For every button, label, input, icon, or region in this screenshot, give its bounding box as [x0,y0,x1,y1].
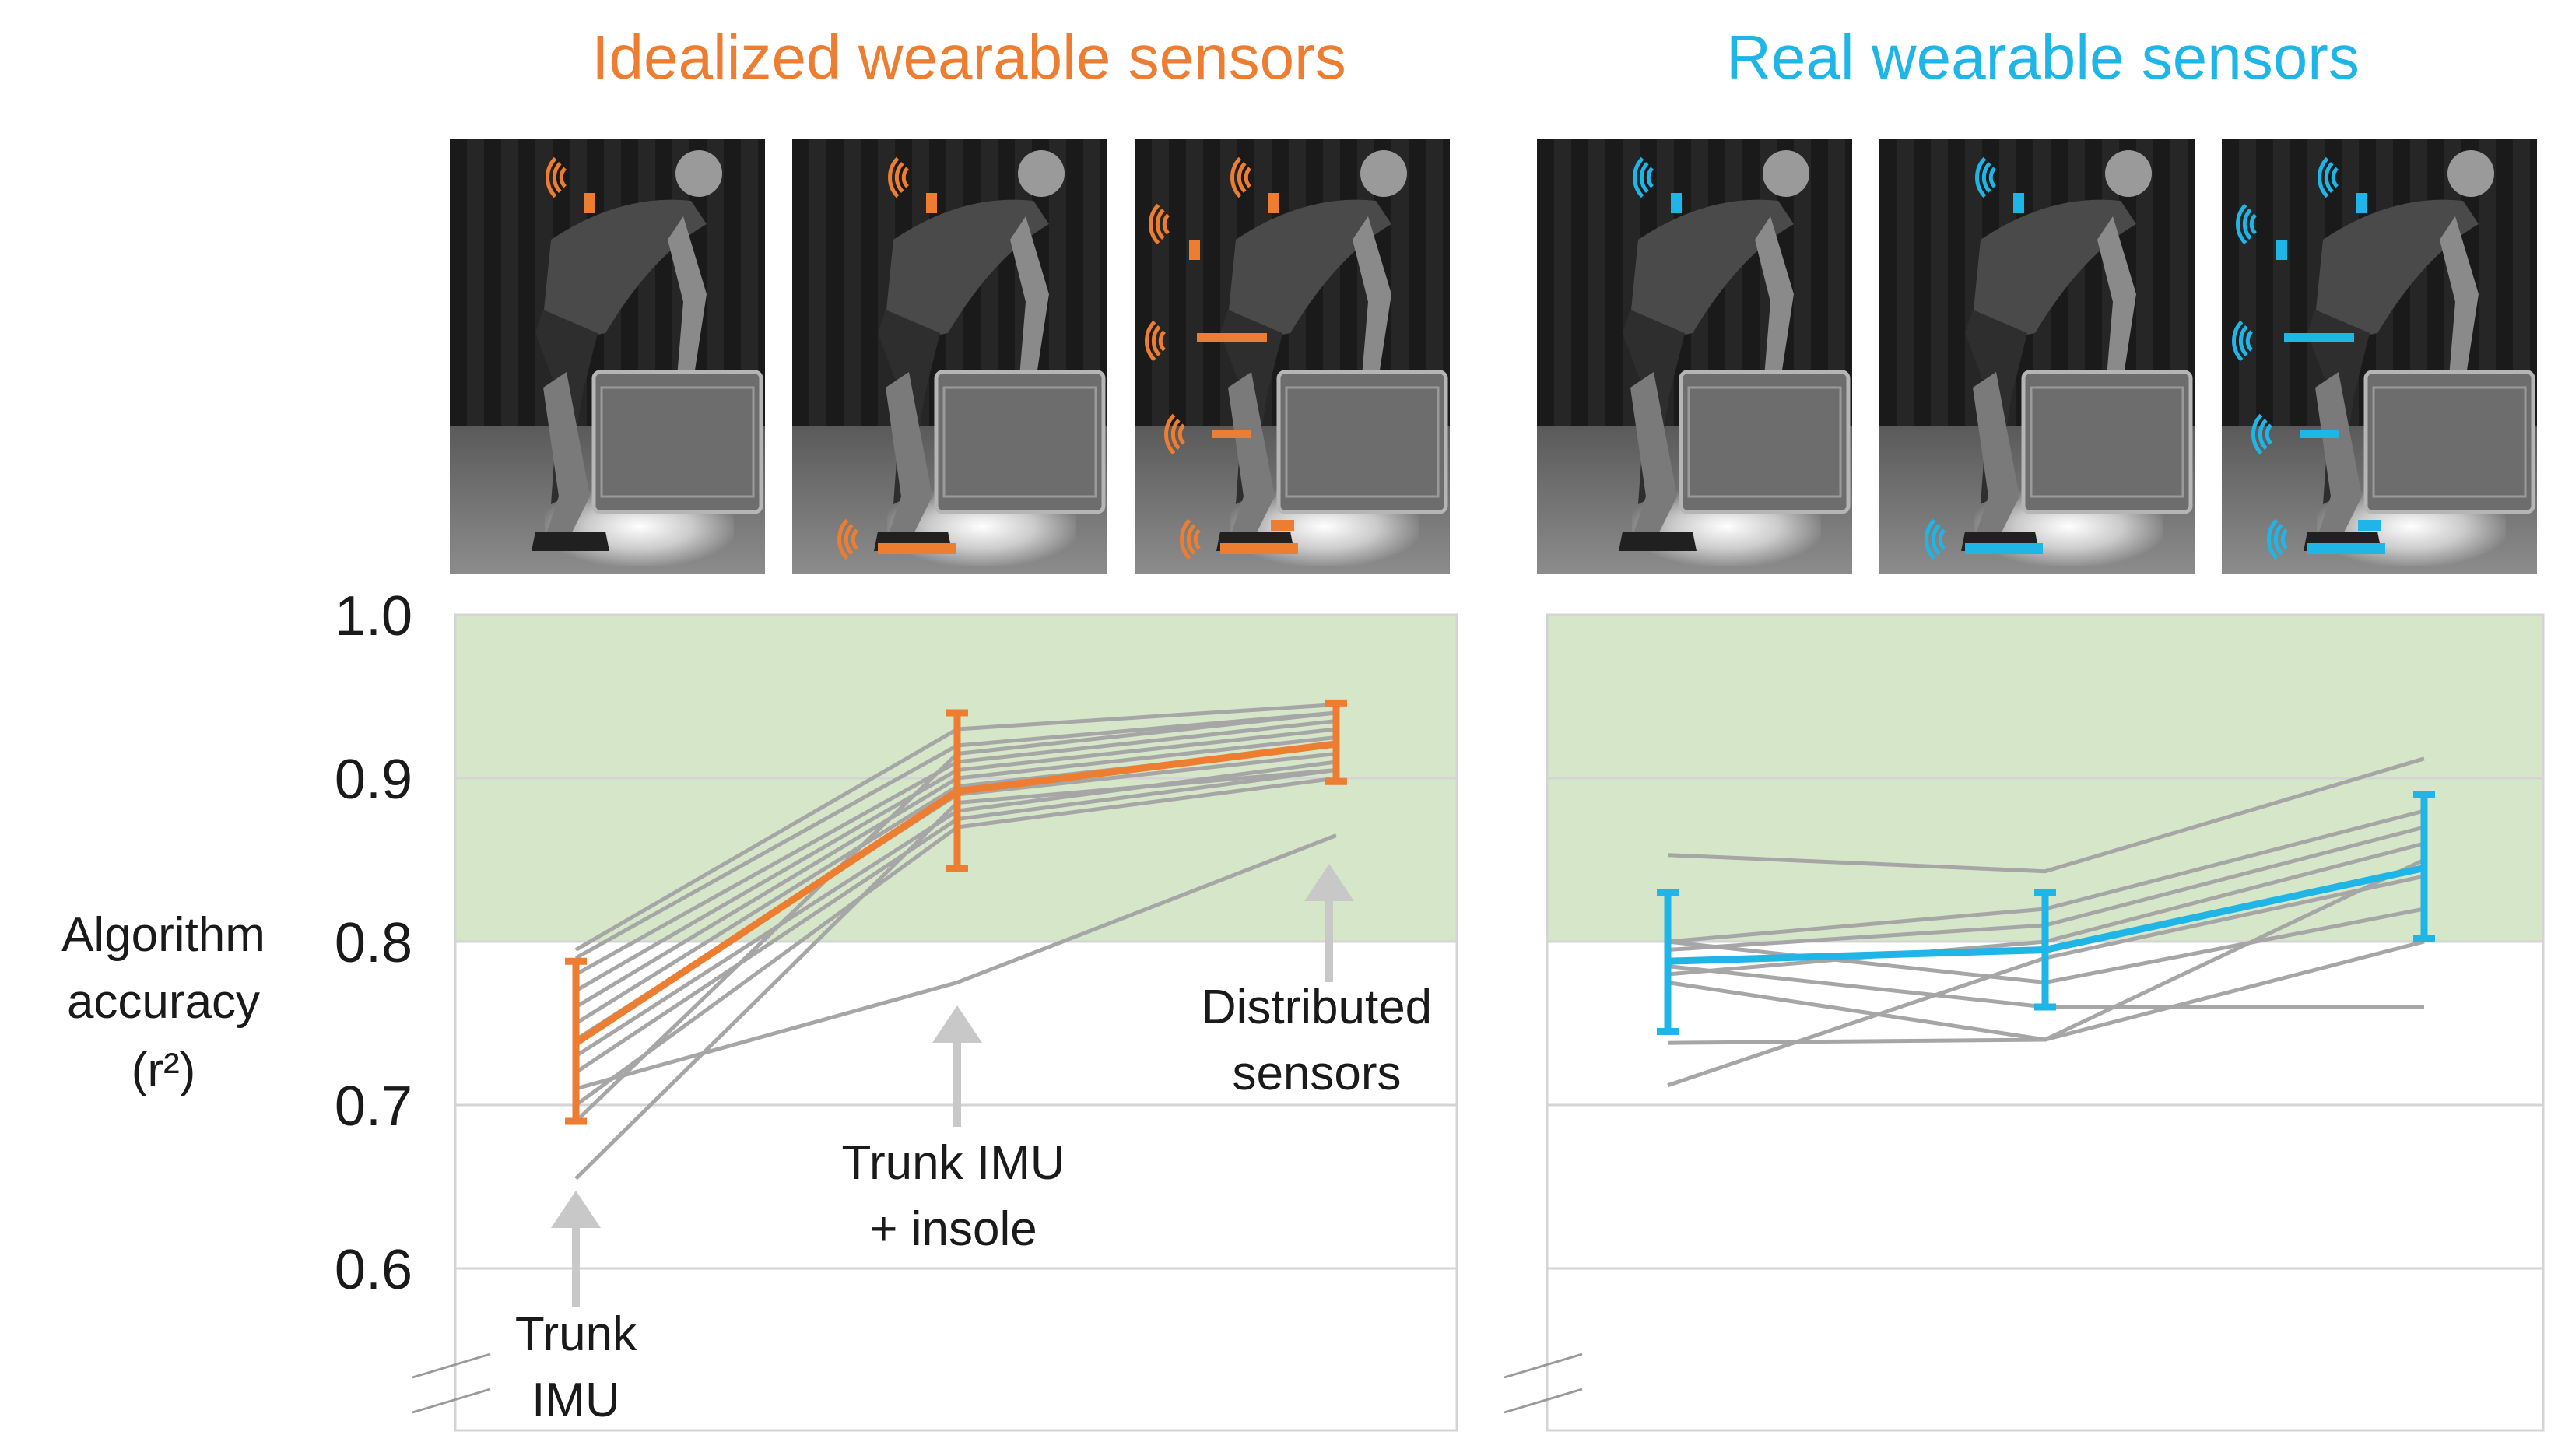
y-tick-label: 0.9 [335,749,412,811]
sensor-signal-icon [888,156,910,198]
axis-break-mark [412,1353,491,1379]
y-tick-label: 1.0 [335,585,412,647]
person-lifting-box-illustration [2232,150,2535,560]
sensor-signal-icon [1145,320,1167,362]
sensor-marker [2300,430,2339,438]
y-tick-label: 0.6 [335,1239,412,1301]
sensor-marker [1965,543,2043,554]
sensor-marker [1197,333,1267,342]
sensor-signal-icon [1164,413,1186,455]
sensor-marker [1212,430,1251,438]
y-axis-label: Algorithm [61,908,265,962]
sensor-signal-icon [1633,156,1654,198]
chart-idealized [412,613,1458,1432]
plot-frame [1546,613,2545,1432]
annotation-arrow-distributed-head [1304,864,1354,901]
photo-idealized-distributed [1135,139,1450,574]
annotation-distributed-sensors: Distributed [1202,981,1432,1034]
plot-frame [454,613,1458,1432]
annotation-trunk-imu: IMU [532,1374,620,1427]
axis-break-mark [1504,1353,1583,1379]
person-lifting-box-illustration [532,150,763,551]
y-tick-label: 0.8 [335,912,412,974]
panel-title-real: Real wearable sensors [1726,23,2360,92]
sensor-marker [1671,193,1682,213]
sensor-marker [1268,193,1279,213]
sensor-marker [2358,520,2381,531]
photo-real-trunk-imu-insole [1879,139,2195,574]
sensor-marker [1220,543,1298,554]
individual-participant-line [1667,756,2425,874]
annotation-distributed-sensors: sensors [1232,1047,1401,1100]
y-axis-label: accuracy [67,975,260,1029]
y-axis-label: (r²) [132,1044,196,1097]
sensor-signal-icon [2318,156,2339,198]
sensor-signal-icon [837,518,859,560]
sensor-marker [1189,240,1200,260]
person-lifting-box-illustration [1619,150,1851,551]
sensor-signal-icon [2232,320,2254,362]
person-lifting-box-illustration [837,150,1106,560]
sensor-signal-icon [2251,413,2273,455]
sensor-signal-icon [546,156,567,198]
annotation-trunk-imu-insole: Trunk IMU [841,1136,1065,1190]
sensor-marker [878,543,956,554]
annotation-trunk-imu: Trunk [515,1307,637,1361]
sensor-signal-icon [2267,518,2289,560]
axis-break-mark [1504,1388,1583,1414]
sensor-marker [1271,520,1294,531]
photo-real-trunk-imu [1537,139,1852,574]
annotation-arrow-insole-head [932,1005,982,1043]
annotation-trunk-imu-insole: + insole [869,1202,1037,1256]
sensor-marker [2276,240,2287,260]
person-lifting-box-illustration [1925,150,2193,560]
sensor-marker [2356,193,2367,213]
annotation-arrow-trunk-head [551,1191,601,1228]
sensor-signal-icon [1925,518,1946,560]
axis-break-mark [412,1388,491,1414]
photo-idealized-trunk-imu-insole [792,139,1107,574]
sensor-signal-icon [1149,203,1170,245]
sensor-marker [2013,193,2024,213]
chart-real [1504,613,2545,1432]
sensor-signal-icon [2236,203,2258,245]
sensor-marker [926,193,937,213]
sensor-signal-icon [1180,518,1202,560]
sensor-signal-icon [1230,156,1252,198]
sensor-signal-icon [1975,156,1997,198]
photo-idealized-trunk-imu [450,139,765,574]
sensor-marker [2284,333,2354,342]
individual-participant-line [575,833,1337,1091]
y-tick-label: 0.7 [335,1075,412,1138]
photo-real-distributed [2222,139,2537,574]
panel-title-idealized: Idealized wearable sensors [591,23,1346,92]
sensor-marker [584,193,595,213]
person-lifting-box-illustration [1145,150,1448,560]
sensor-marker [2307,543,2385,554]
